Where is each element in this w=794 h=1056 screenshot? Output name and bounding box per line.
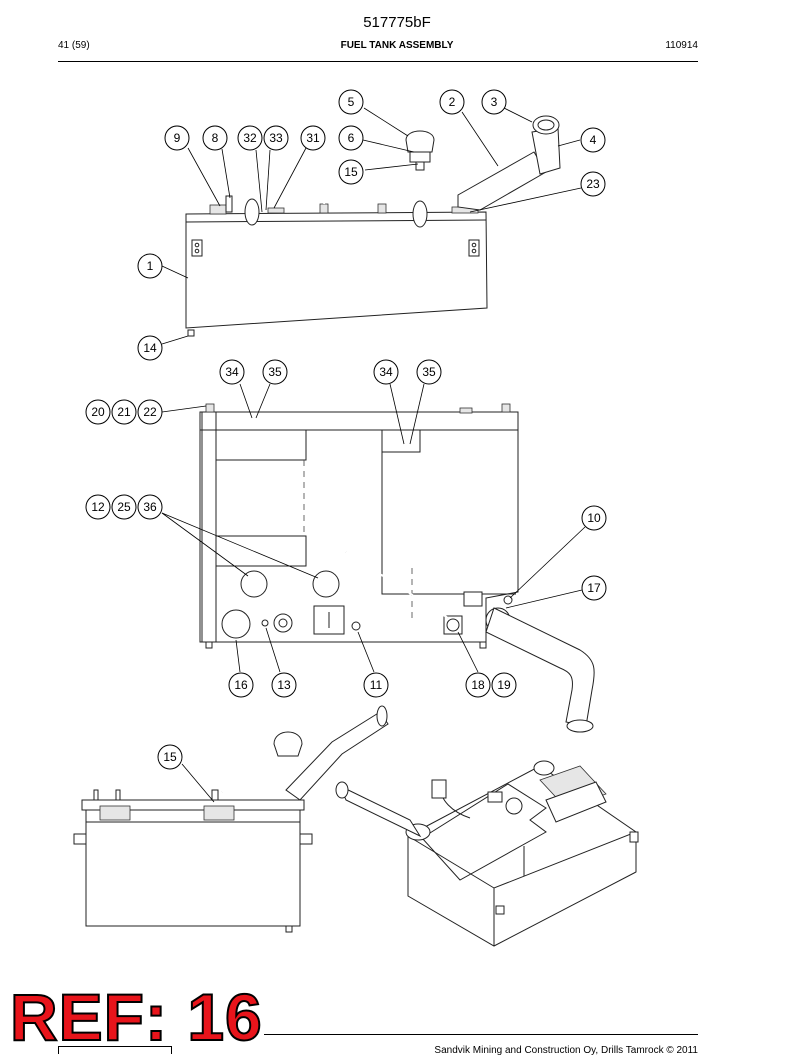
page-count: 41 (59) [58,40,90,51]
callout-balloon: 5 [338,89,364,115]
svg-text:35: 35 [268,365,282,379]
svg-text:15: 15 [344,165,358,179]
ref-stamp: REF: 16 [9,980,263,1054]
svg-text:9: 9 [174,131,181,145]
svg-text:1: 1 [147,259,154,273]
svg-text:22: 22 [143,405,157,419]
callout-balloon: 2 [439,89,465,115]
copyright-text: Sandvik Mining and Construction Oy, Dril… [434,1045,698,1056]
callout-balloon: 6 [338,125,364,151]
svg-text:8: 8 [212,131,219,145]
callout-balloon: 25 [111,494,137,520]
callout-balloon: 12 [85,494,111,520]
svg-text:36: 36 [143,500,157,514]
callout-balloon: 35 [262,359,288,385]
svg-text:32: 32 [243,131,257,145]
svg-text:12: 12 [91,500,105,514]
document-number: 517775bF [363,14,431,31]
callout-balloon: 20 [85,399,111,425]
callout-balloon: 15 [338,159,364,185]
callout-balloon: 36 [137,494,163,520]
svg-text:20: 20 [91,405,105,419]
callout-balloon: 4 [580,127,606,153]
callout-balloon: 1 [137,253,163,279]
callout-balloon: 15 [157,744,183,770]
svg-text:21: 21 [117,405,131,419]
svg-text:2: 2 [449,95,456,109]
svg-text:23: 23 [586,177,600,191]
callout-balloon: 23 [580,171,606,197]
top-view [199,403,595,733]
svg-text:17: 17 [587,581,601,595]
svg-text:10: 10 [587,511,601,525]
footer-divider [264,1034,698,1035]
svg-text:16: 16 [234,678,248,692]
callout-balloon: 17 [581,575,607,601]
callout-balloons: 5 2 3 9 8 32 33 31 6 4 15 23 1 14 34 35 … [85,89,607,770]
svg-text:13: 13 [277,678,291,692]
svg-text:15: 15 [163,750,177,764]
callout-balloon: 34 [219,359,245,385]
svg-text:14: 14 [143,341,157,355]
svg-text:18: 18 [471,678,485,692]
sandvik-logo [58,1046,172,1054]
document-date: 110914 [665,40,698,51]
svg-text:34: 34 [225,365,239,379]
svg-text:34: 34 [379,365,393,379]
callout-balloon: 9 [164,125,190,151]
svg-text:5: 5 [348,95,355,109]
callout-balloon: 19 [491,672,517,698]
svg-text:3: 3 [491,95,498,109]
isometric-view [335,760,639,947]
callout-balloon: 11 [363,672,389,698]
front-view [73,705,389,933]
callout-balloon: 34 [373,359,399,385]
svg-text:11: 11 [370,678,383,692]
svg-text:25: 25 [117,500,131,514]
svg-text:6: 6 [348,131,355,145]
callout-balloon: 3 [481,89,507,115]
svg-text:33: 33 [269,131,283,145]
svg-text:31: 31 [306,131,320,145]
side-view [185,115,561,337]
callout-balloon: 13 [271,672,297,698]
callout-balloon: 16 [228,672,254,698]
page-title: FUEL TANK ASSEMBLY [340,40,454,51]
callout-balloon: 22 [137,399,163,425]
callout-balloon: 10 [581,505,607,531]
header-divider [58,61,698,62]
callout-balloon: 14 [137,335,163,361]
callout-balloon: 21 [111,399,137,425]
svg-text:35: 35 [422,365,436,379]
svg-text:19: 19 [497,678,511,692]
callout-balloon: 31 [300,125,326,151]
callout-balloon: 33 [263,125,289,151]
svg-text:4: 4 [590,133,597,147]
leader-lines [161,107,586,803]
callout-balloon: 18 [465,672,491,698]
callout-balloon: 35 [416,359,442,385]
callout-balloon: 32 [237,125,263,151]
callout-balloon: 8 [202,125,228,151]
